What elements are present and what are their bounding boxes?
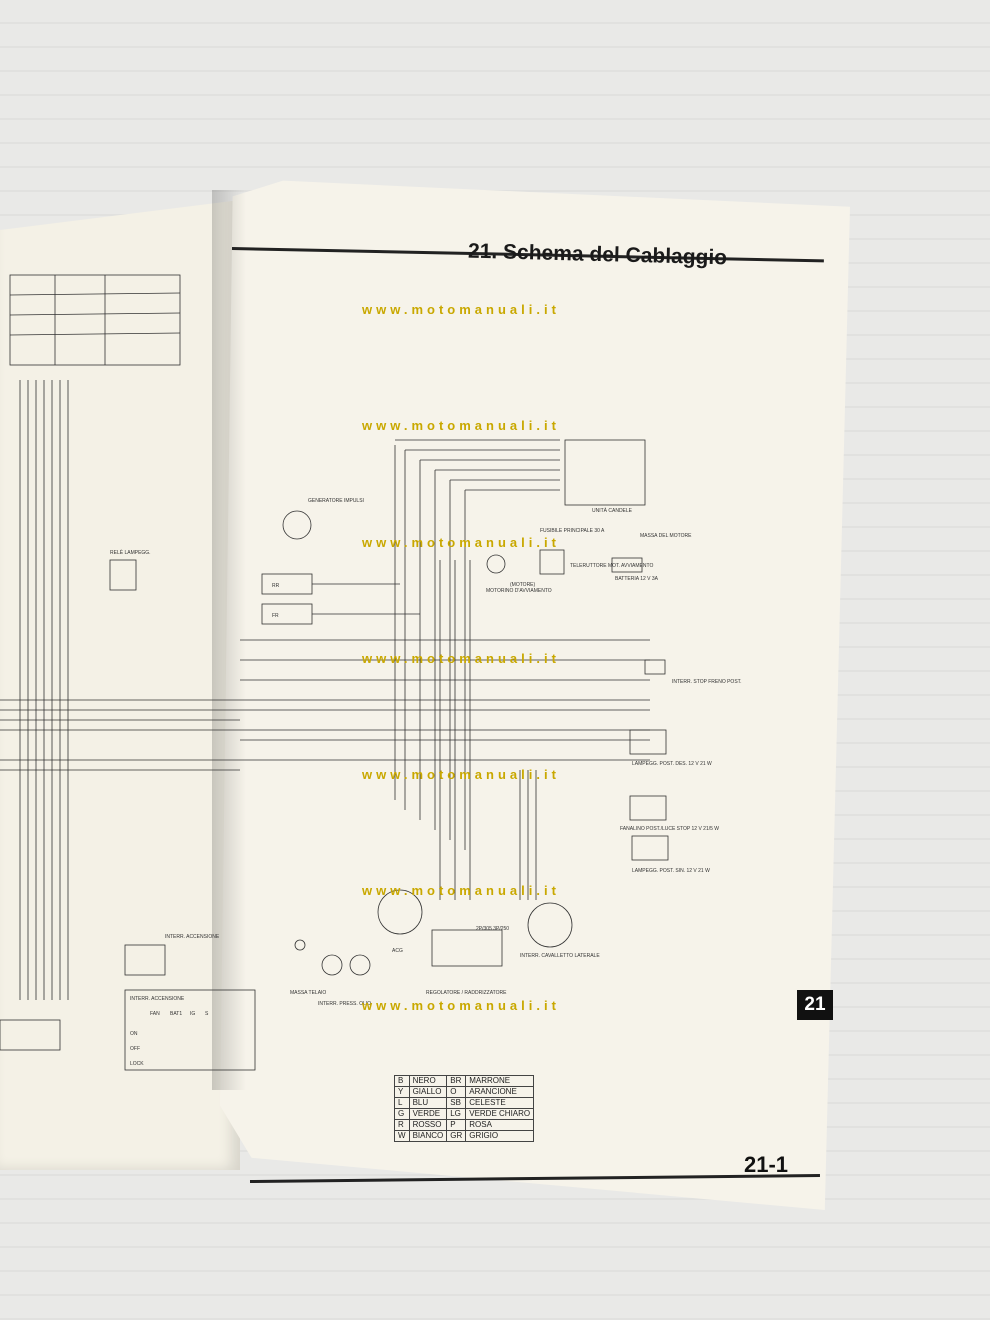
unita-candele-box	[564, 439, 646, 506]
legend-cell-name: BLU	[408, 1097, 448, 1109]
watermark: www.motomanuali.it	[362, 883, 560, 898]
legend-cell-code2: P	[446, 1119, 467, 1131]
generatore-impulsi-symbol	[282, 510, 312, 540]
label-fusibile: FUSIBILE PRINCIPALE 30 A	[540, 528, 605, 534]
label-lampegg-dx: LAMPEGG. POST. DES. 12 V 21 W	[632, 761, 712, 767]
ignition-table-frame	[124, 989, 256, 1071]
cavalletto-switch-symbol	[527, 902, 573, 948]
acg-symbol	[377, 889, 423, 935]
label-regolatore: REGOLATORE / RADDRIZZATORE	[426, 990, 507, 996]
legend-cell-code: Y	[394, 1086, 410, 1098]
legend-cell-code2: LG	[446, 1108, 467, 1120]
rr-box	[261, 573, 313, 595]
watermark: www.motomanuali.it	[362, 535, 560, 550]
watermark: www.motomanuali.it	[362, 418, 560, 433]
label-lampegg-sx: LAMPEGG. POST. SIN. 12 V 21 W	[632, 868, 710, 874]
legend-cell-code: L	[394, 1097, 410, 1109]
label-fr: FR	[272, 613, 279, 619]
press-olio-symbol	[321, 954, 343, 976]
legend-cell-code: W	[394, 1130, 410, 1142]
lampeggiatore-sx-symbol	[631, 835, 669, 861]
page-number: 21-1	[744, 1152, 789, 1177]
legend-cell-code: G	[394, 1108, 410, 1120]
fanalino-symbol	[629, 795, 667, 821]
ignition-col-0: FAN	[150, 1011, 160, 1017]
label-connector: 2P/305 3P/250	[476, 926, 509, 932]
label-fanalino: FANALINO POST./LUCE STOP 12 V 21/5 W	[620, 826, 719, 832]
legend-cell-name2: MARRONE	[465, 1075, 535, 1087]
label-motore: (MOTORE)	[510, 582, 536, 588]
legend-cell-code2: O	[446, 1086, 467, 1098]
legend-cell-name2: CELESTE	[465, 1097, 535, 1109]
legend-cell-code: B	[394, 1075, 410, 1087]
legend-cell-name2: GRIGIO	[465, 1130, 535, 1142]
legend-cell-name2: VERDE CHIARO	[465, 1108, 535, 1120]
fr-box	[261, 603, 313, 625]
legend-cell-name: ROSSO	[408, 1119, 448, 1131]
label-interr-accensione: INTERR. ACCENSIONE	[165, 934, 220, 940]
ignition-switch-connector	[124, 944, 166, 976]
ignition-table-title: INTERR. ACCENSIONE	[130, 996, 185, 1002]
label-generatore-impulsi: GENERATORE IMPULSI	[308, 498, 364, 504]
label-cavalletto: INTERR. CAVALLETTO LATERALE	[520, 953, 600, 959]
label-massa-motore: MASSA DEL MOTORE	[640, 533, 692, 539]
left-page	[0, 200, 240, 1170]
label-unita-candele: UNITÀ CANDELE	[592, 507, 633, 514]
watermark: www.motomanuali.it	[362, 998, 560, 1013]
ignition-col-1: BAT1	[170, 1011, 182, 1017]
legend-cell-code2: BR	[446, 1075, 467, 1087]
label-motorino: MOTORINO D'AVVIAMENTO	[486, 588, 552, 594]
motorino-symbol	[486, 554, 506, 574]
regolatore-box	[431, 929, 503, 967]
label-acg: ACG	[392, 948, 403, 954]
batteria-box	[611, 557, 643, 573]
ignition-col-3: S	[205, 1011, 209, 1017]
label-teleruttore: TELERUTTORE MOT. AVVIAMENTO	[570, 563, 653, 569]
label-interr-stop: INTERR. STOP FRENO POST.	[672, 679, 742, 685]
legend-cell-name: VERDE	[408, 1108, 448, 1120]
section-tab: 21	[797, 990, 833, 1020]
legend-cell-name: BIANCO	[408, 1130, 448, 1142]
right-page	[220, 180, 850, 1210]
legend-cell-name: NERO	[408, 1075, 448, 1087]
rele-lampegg-box	[109, 559, 137, 591]
label-rr: RR	[272, 583, 280, 589]
interr-stop-symbol	[644, 659, 666, 675]
legend-cell-code: R	[394, 1119, 410, 1131]
folle-symbol	[349, 954, 371, 976]
ignition-col-2: IG	[190, 1011, 195, 1017]
label-batteria: BATTERIA 12 V 3A	[615, 576, 659, 582]
legend-cell-code2: SB	[446, 1097, 467, 1109]
label-rele-lampegg: RELÈ LAMPEGG.	[110, 549, 151, 556]
left-harness	[0, 274, 256, 1071]
massa-telaio-symbol	[294, 939, 306, 951]
label-massa-telaio: MASSA TELAIO	[290, 990, 326, 996]
label-press-olio: INTERR. PRESS. OLIO	[318, 1001, 371, 1007]
ignition-row-1: OFF	[130, 1046, 140, 1052]
watermark: www.motomanuali.it	[362, 651, 560, 666]
legend-cell-name2: ARANCIONE	[465, 1086, 535, 1098]
ignition-row-2: LOCK	[130, 1061, 144, 1067]
right-harness	[240, 439, 669, 976]
left-switch-table	[9, 274, 181, 366]
bottom-left-component	[0, 1019, 61, 1051]
lampeggiatore-dx-symbol	[629, 729, 667, 755]
legend-cell-code2: GR	[446, 1130, 467, 1142]
legend-cell-name: GIALLO	[408, 1086, 448, 1098]
legend-cell-name2: ROSA	[465, 1119, 535, 1131]
ignition-row-0: ON	[130, 1031, 138, 1037]
teleruttore-box	[539, 549, 565, 575]
watermark: www.motomanuali.it	[362, 767, 560, 782]
watermark: www.motomanuali.it	[362, 302, 560, 317]
